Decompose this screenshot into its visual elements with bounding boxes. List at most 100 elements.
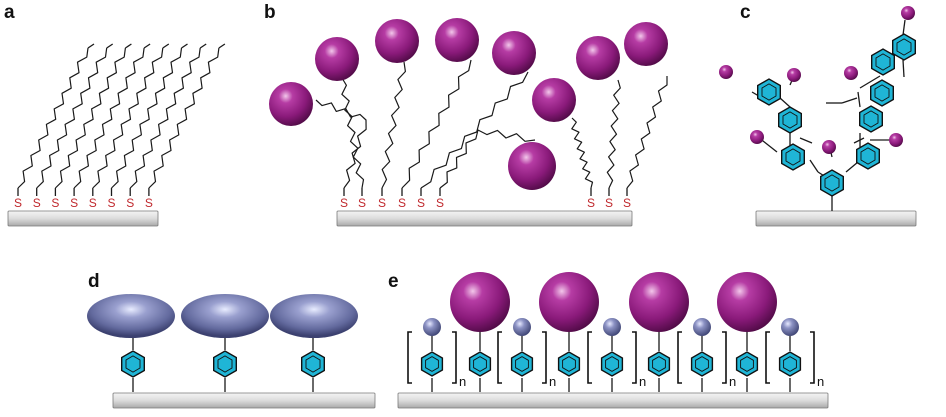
ring-inner-bond [874,84,890,102]
ring-inner-bond [761,83,777,101]
alkyl-chain [315,99,367,189]
substrate-d [112,392,376,409]
bond [857,91,861,108]
ring-hexagon [468,351,492,377]
bond [799,137,813,144]
benzene-ring [690,351,714,377]
chain-terminus [143,43,151,49]
ring-hexagon [781,143,805,171]
bracket-left [407,331,412,384]
sulfur-atom: S [398,196,406,210]
ring-inner-bond [217,355,233,373]
ellipsoid-headgroup [87,294,175,338]
ring-hexagon [213,350,237,378]
bond [859,75,881,89]
ring-inner-bond [562,356,576,372]
small-sphere [513,318,531,336]
ring-hexagon [778,351,802,377]
alkyl-chain [54,47,126,189]
ring-inner-bond [785,148,801,166]
sulfur-atom: S [587,196,595,210]
chain-terminus [162,43,170,49]
ring-hexagon [600,351,624,377]
ring-hexagon [859,105,883,133]
ring-inner-bond [695,356,709,372]
large-sphere [539,272,599,332]
ring-inner-bond [782,111,798,129]
substrate-c [755,210,917,227]
ring-hexagon [690,351,714,377]
alkyl-chain [401,59,472,189]
large-sphere [629,272,689,332]
ring-hexagon [121,350,145,378]
functional-sphere [624,22,668,66]
bracket-left [765,331,770,384]
benzene-ring [301,350,325,378]
large-sphere [717,272,777,332]
functional-sphere [375,19,419,63]
alkyl-chain [420,71,529,189]
panel-label-a: a [4,2,15,23]
benzene-ring [778,106,802,134]
panel-label-e: e [388,271,399,292]
small-sphere [423,318,441,336]
sulfur-atom: S [378,196,386,210]
alkyl-chain [341,77,365,189]
benzene-ring [871,48,895,76]
ring-inner-bond [824,174,840,192]
substrate-a [7,210,159,227]
benzene-ring [510,351,534,377]
ring-inner-bond [652,356,666,372]
benzene-ring [468,351,492,377]
functional-sphere [492,31,536,75]
functional-sphere [508,142,556,190]
small-sphere [693,318,711,336]
bracket-left [497,331,502,384]
bond [809,159,819,173]
ring-inner-bond [875,53,891,71]
bracket-right [810,331,815,384]
ring-inner-bond [860,147,876,165]
terminal-sphere [901,6,915,20]
alkyl-chain [439,129,536,189]
alkyl-chain [92,47,164,189]
alkyl-chain [606,79,621,189]
repeat-subscript: n [459,374,466,389]
ring-inner-bond [473,356,487,372]
terminal-sphere [719,65,733,79]
benzene-ring [600,351,624,377]
repeat-subscript: n [549,374,556,389]
sulfur-atom: S [605,196,613,210]
chain-terminus [218,43,226,49]
sulfur-atom: S [358,196,366,210]
benzene-ring [820,169,844,197]
sulfur-atom: S [145,196,153,210]
alkyl-chain [626,76,668,189]
sulfur-atom: S [70,196,78,210]
functional-sphere [435,18,479,62]
chain-terminus [181,43,188,49]
ring-inner-bond [515,356,529,372]
panel-d-ellipsoid-monolayer [87,294,358,392]
bond [902,59,905,78]
substrate-b [336,210,633,227]
functional-sphere [532,78,576,122]
alkyl-chain [17,47,89,189]
small-sphere [603,318,621,336]
sulfur-atom: S [89,196,97,210]
bracket-left [587,331,592,384]
ring-hexagon [735,351,759,377]
ring-inner-bond [305,355,321,373]
bracket-right [452,331,457,384]
alkyl-chain [148,47,220,189]
bracket-right [542,331,547,384]
benzene-ring [892,33,916,61]
benzene-ring [870,79,894,107]
sulfur-atom: S [623,196,631,210]
bond [841,97,858,104]
terminal-sphere [889,133,903,147]
ring-hexagon [870,79,894,107]
ring-inner-bond [896,38,912,56]
